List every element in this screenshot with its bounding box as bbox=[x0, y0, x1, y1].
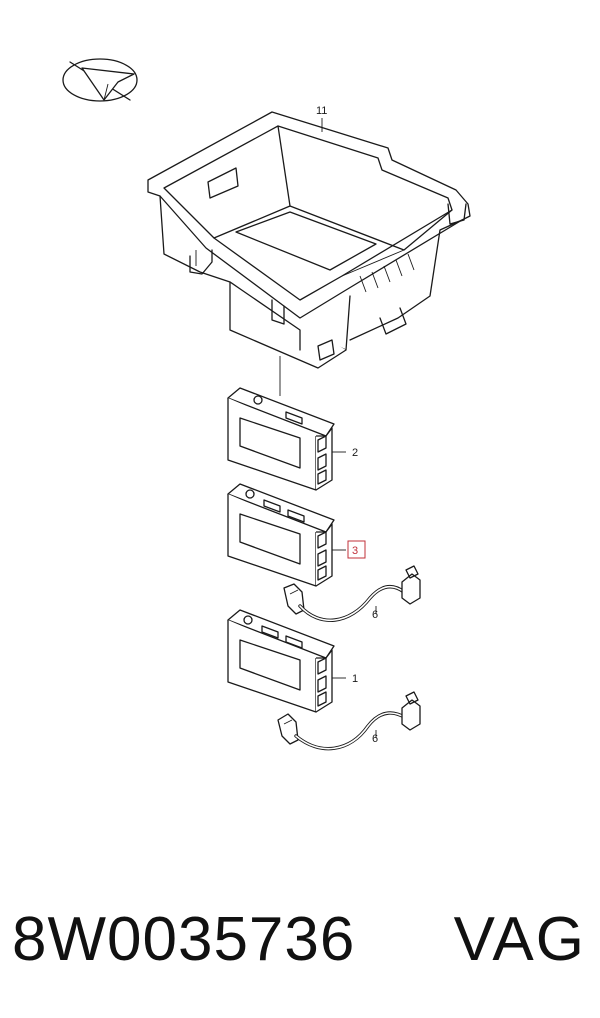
usb-module-3 bbox=[227, 483, 346, 587]
callout-3-highlight-box bbox=[347, 540, 366, 559]
logo-icon bbox=[62, 58, 138, 102]
usb-cable-lower bbox=[277, 691, 421, 751]
part-number: 8W0035736 bbox=[12, 905, 356, 974]
brand-name: VAG bbox=[453, 905, 586, 974]
callout-1: 1 bbox=[352, 673, 358, 685]
usb-module-2 bbox=[227, 387, 346, 491]
usb-cable-upper bbox=[283, 565, 421, 622]
callout-3: 3 bbox=[352, 545, 358, 557]
usb-module-1 bbox=[227, 609, 346, 713]
callout-6-lower: 6 bbox=[372, 733, 378, 745]
callout-11: 11 bbox=[316, 105, 327, 117]
callout-6-upper: 6 bbox=[372, 609, 378, 621]
callout-2: 2 bbox=[352, 447, 358, 459]
footer: 8W0035736 VAG bbox=[0, 890, 600, 990]
storage-tray-housing bbox=[147, 111, 471, 396]
